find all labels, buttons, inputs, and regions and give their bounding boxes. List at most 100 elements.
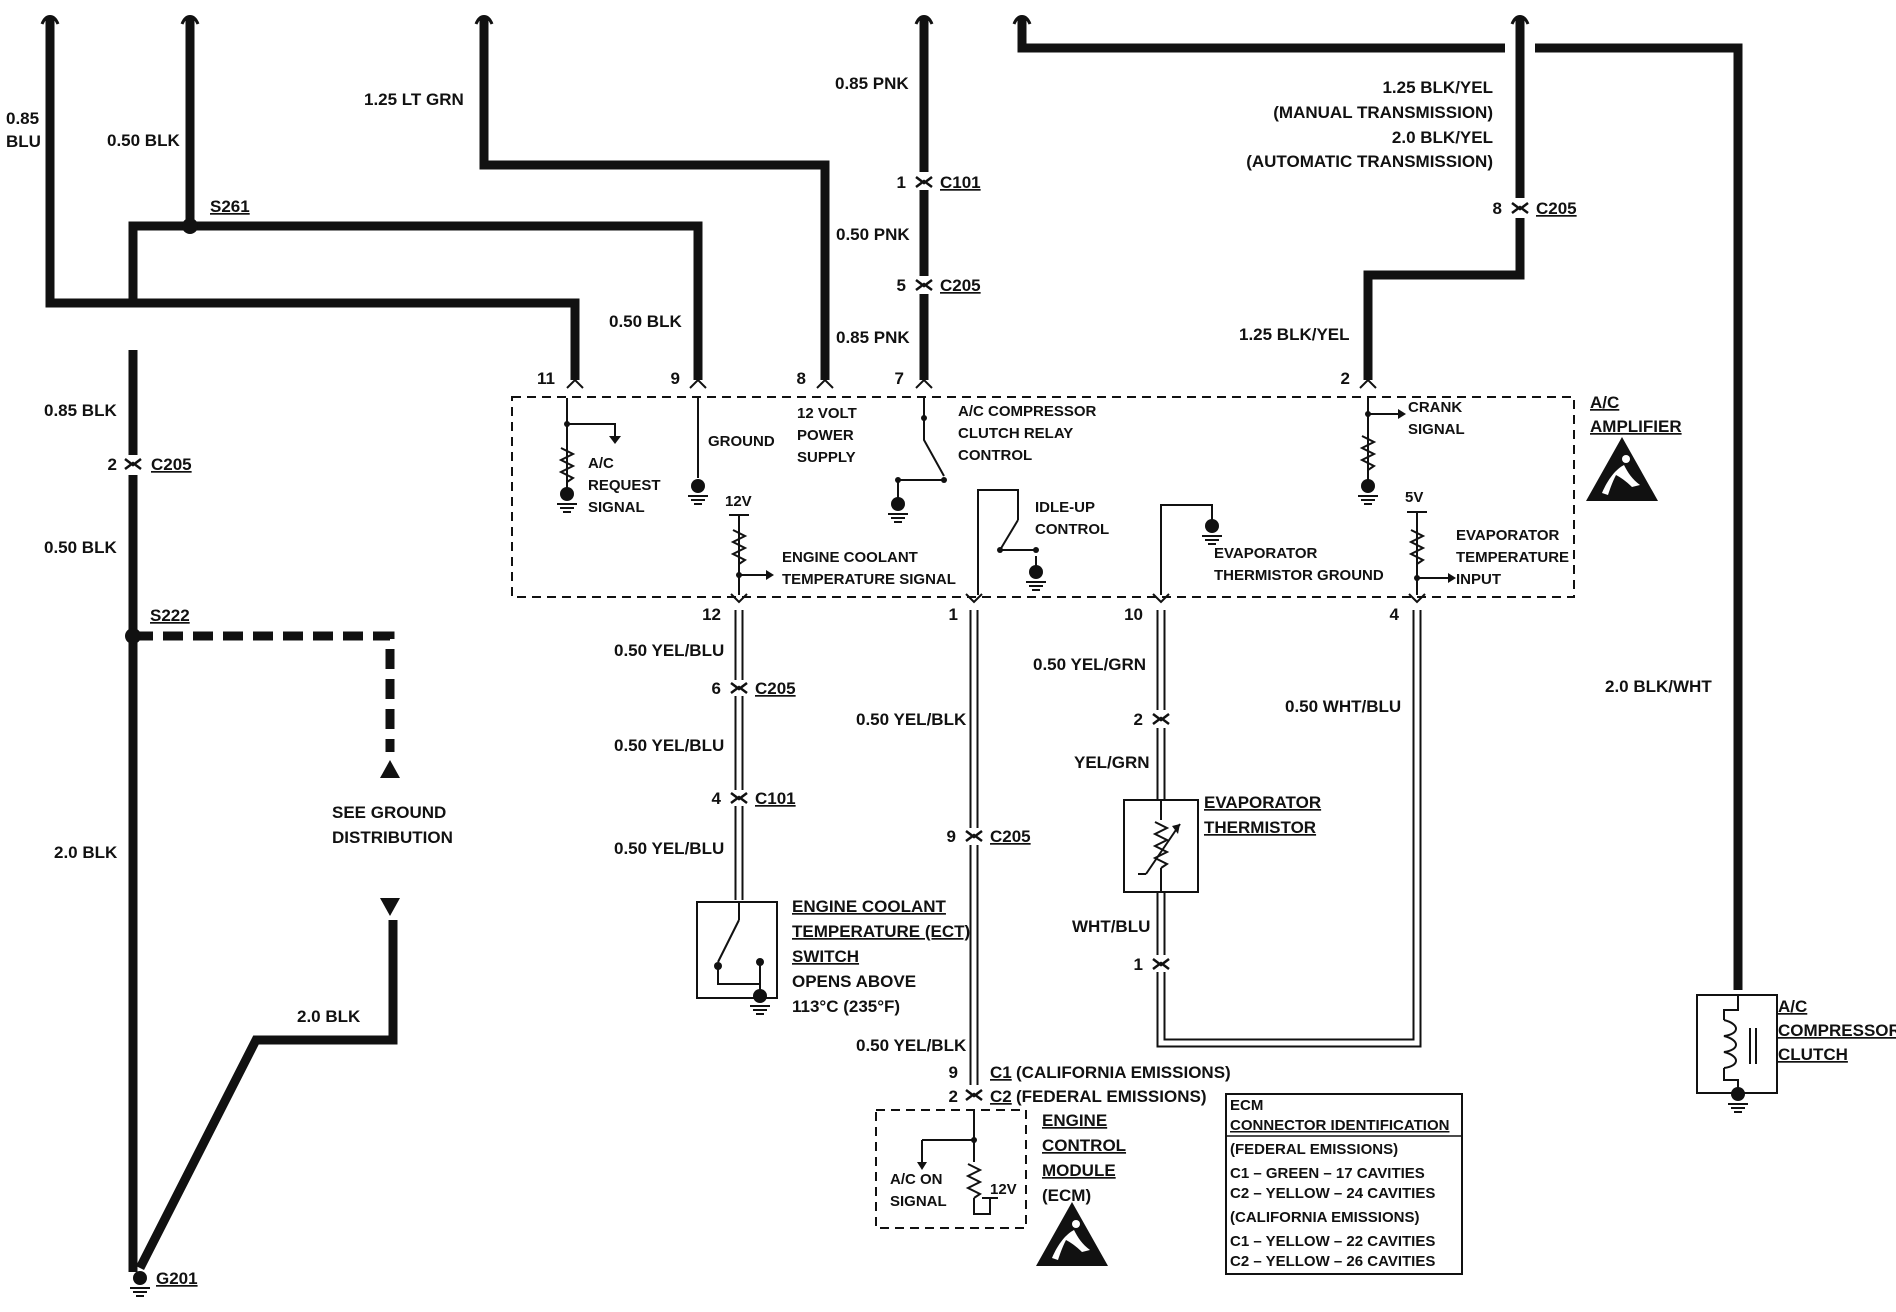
ground-dist-label: SEE GROUND [332, 803, 446, 822]
ac-amplifier-box [511, 378, 1575, 604]
ect-switch-title: SWITCH [792, 947, 859, 966]
hollow-wires [734, 610, 1422, 1085]
wire-label: BLU [6, 132, 41, 151]
amplifier-title: A/C [1590, 393, 1619, 412]
amp-label: 12 VOLT [797, 405, 857, 422]
ect-switch-note: OPENS ABOVE [792, 972, 916, 991]
wire-blkwht [1535, 43, 1743, 990]
wire-085-blu [45, 18, 580, 380]
ecm-label: SIGNAL [890, 1193, 947, 1210]
amplifier-title: AMPLIFIER [1590, 417, 1682, 436]
arrow-up-icon [380, 760, 400, 778]
wire-breaks [40, 15, 1530, 26]
ecm-label: 12V [990, 1181, 1017, 1198]
arrow-down-icon [380, 898, 400, 916]
wire-label: 2.0 BLK [54, 843, 118, 862]
connector-pin: 6 [712, 679, 721, 698]
splice-s261-dot [182, 218, 198, 234]
wire-20-blk-bottom [135, 920, 398, 1271]
amp-label: INPUT [1456, 571, 1501, 588]
amp-label: SUPPLY [797, 449, 856, 466]
ecm-box [875, 1109, 1027, 1229]
wire-blkyel-low [1363, 218, 1525, 380]
connector-pin: 4 [712, 789, 722, 808]
amp-pin: 1 [949, 605, 958, 624]
wire-label: 0.50 YEL/BLK [856, 710, 967, 729]
ecm-table-title: CONNECTOR IDENTIFICATION [1230, 1117, 1449, 1134]
labels: 0.85 BLU 0.50 BLK 1.25 LT GRN 0.85 PNK 0… [6, 74, 1896, 1288]
wire-label: 1.25 BLK/YEL [1239, 325, 1350, 344]
wire-label: 0.50 YEL/BLU [614, 736, 724, 755]
wire-label: 2.0 BLK [297, 1007, 361, 1026]
wire-label: WHT/BLU [1072, 917, 1150, 936]
wire-label: 0.50 YEL/BLK [856, 1036, 967, 1055]
amp-label: IDLE-UP [1035, 499, 1095, 516]
clutch-title: A/C [1778, 997, 1807, 1016]
connector-name: C101 [940, 173, 981, 192]
splice-label: S261 [210, 197, 250, 216]
connector-desc: (CALIFORNIA EMISSIONS) [1016, 1063, 1231, 1082]
amp-label: GROUND [708, 433, 775, 450]
ecm-title: MODULE [1042, 1161, 1116, 1180]
wire-label: (MANUAL TRANSMISSION) [1273, 103, 1493, 122]
connector-desc: (FEDERAL EMISSIONS) [1016, 1087, 1206, 1106]
amp-pin: 12 [702, 605, 721, 624]
amp-label: REQUEST [588, 477, 661, 494]
evap-thermistor-title: THERMISTOR [1204, 818, 1316, 837]
amp-label: EVAPORATOR [1214, 545, 1318, 562]
amp-label: A/C COMPRESSOR [958, 403, 1097, 420]
amp-label: 5V [1405, 489, 1423, 506]
wire-125-ltgrn [479, 18, 830, 380]
ecm-table-row: C2 – YELLOW – 24 CAVITIES [1230, 1185, 1435, 1202]
connector-name: C101 [755, 789, 796, 808]
ecm-table-row: C2 – YELLOW – 26 CAVITIES [1230, 1253, 1435, 1270]
amp-pin: 7 [895, 369, 904, 388]
connector-name: C205 [151, 455, 192, 474]
wire-label: 1.25 LT GRN [364, 90, 464, 109]
ecm-table-frame [1225, 1093, 1463, 1275]
amp-pin: 4 [1390, 605, 1400, 624]
connector-name: C205 [940, 276, 981, 295]
ect-switch-title: TEMPERATURE (ECT) [792, 922, 970, 941]
amp-pin: 10 [1124, 605, 1143, 624]
amplifier-esd-icon [1586, 437, 1658, 501]
wire-label: 0.85 PNK [836, 328, 910, 347]
compressor-clutch-box [1696, 994, 1778, 1113]
ground-dist-dashed [133, 631, 395, 752]
clutch-title: COMPRESSOR [1778, 1021, 1896, 1040]
wire-label: 0.85 [6, 109, 39, 128]
amp-label: THERMISTOR GROUND [1214, 567, 1384, 584]
wire-label: 0.50 WHT/BLU [1285, 697, 1401, 716]
wire-label: 0.50 YEL/GRN [1033, 655, 1146, 674]
wire-s261-left [128, 221, 190, 303]
connector-pin: 2 [108, 455, 117, 474]
connector-pin: 2 [1134, 710, 1143, 729]
connector-pin: 1 [897, 173, 906, 192]
amp-label: EVAPORATOR [1456, 527, 1560, 544]
wire-label: 0.85 BLK [44, 401, 117, 420]
ground-dist-label: DISTRIBUTION [332, 828, 453, 847]
connector-pin: 1 [1134, 955, 1143, 974]
connector-pin: 2 [949, 1087, 958, 1106]
ecm-table-row: (FEDERAL EMISSIONS) [1230, 1141, 1398, 1158]
amp-label: CONTROL [1035, 521, 1109, 538]
clutch-title: CLUTCH [1778, 1045, 1848, 1064]
amp-label: CLUTCH RELAY [958, 425, 1073, 442]
ecm-table-row: C1 – GREEN – 17 CAVITIES [1230, 1165, 1425, 1182]
amp-label: ENGINE COOLANT [782, 549, 918, 566]
amp-label: TEMPERATURE SIGNAL [782, 571, 956, 588]
amp-label: CONTROL [958, 447, 1032, 464]
ecm-table-row: (CALIFORNIA EMISSIONS) [1230, 1209, 1419, 1226]
amp-label: SIGNAL [588, 499, 645, 516]
amp-label: 12V [725, 493, 752, 510]
wire-label: 0.50 BLK [609, 312, 682, 331]
splice-label: S222 [150, 606, 190, 625]
wire-label: 2.0 BLK/YEL [1392, 128, 1493, 147]
amp-pin: 8 [797, 369, 806, 388]
connector-name: C1 [990, 1063, 1012, 1082]
wire-label: 0.50 PNK [836, 225, 910, 244]
splice-label: G201 [156, 1269, 198, 1288]
wire-label: 0.85 PNK [835, 74, 909, 93]
ground-g201-icon [129, 1270, 151, 1297]
wire-label: 0.50 BLK [44, 538, 117, 557]
